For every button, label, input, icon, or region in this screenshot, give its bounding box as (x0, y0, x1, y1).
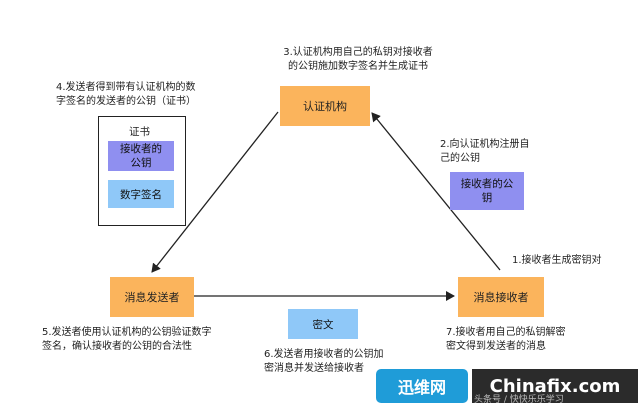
certificate-title: 证书 (129, 126, 150, 138)
node-ca: 认证机构 (280, 86, 370, 126)
note-step4: 4.发送者得到带有认证机构的数 字签名的发送者的公钥（证书） (56, 82, 196, 107)
certificate-pubkey: 接收者的 公钥 (108, 141, 174, 171)
watermark-sub: 头条号 / 快快乐乐学习 (474, 395, 564, 405)
note-step1: 1.接收者生成密钥对 (512, 255, 602, 266)
note-step2: 2.向认证机构注册自 己的公钥 (440, 139, 530, 164)
ciphertext-box: 密文 (288, 309, 358, 339)
note-step5: 5.发送者使用认证机构的公钥验证数字 签名，确认接收者的公钥的合法性 (42, 327, 212, 352)
node-receiver: 消息接收者 (458, 277, 544, 317)
note-step7: 7.接收者用自己的私钥解密 密文得到发送者的消息 (446, 327, 566, 352)
watermark-brand: Chinafix.com (472, 369, 638, 403)
note-step6: 6.发送者用接收者的公钥加 密消息并发送给接收者 (264, 349, 384, 374)
note-step3: 3.认证机构用自己的私钥对接收者 的公钥施加数字签名并生成证书 (283, 47, 433, 72)
node-sender: 消息发送者 (110, 277, 194, 317)
arrow-receiver-to-ca (371, 112, 501, 271)
registered-pubkey: 接收者的公 钥 (450, 172, 524, 210)
watermark-logo: 迅维网 (376, 369, 468, 403)
arrow-ca-to-sender (151, 111, 279, 273)
certificate-signature: 数字签名 (108, 180, 174, 208)
